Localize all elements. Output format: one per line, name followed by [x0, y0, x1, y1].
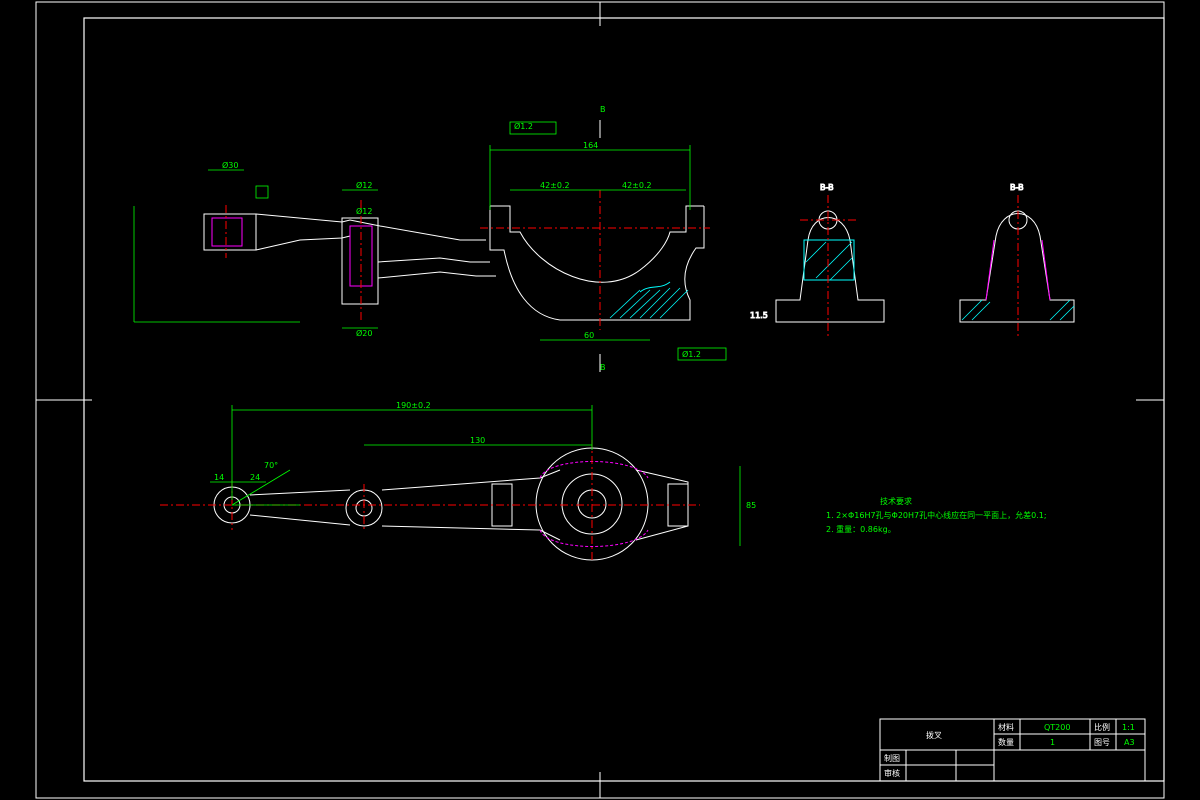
- dim-11-5: 11.5: [750, 311, 768, 320]
- dim-d12b: Ø12: [356, 206, 372, 216]
- front-view-dimensions: [133, 121, 727, 361]
- dim-d30: Ø30: [222, 160, 238, 170]
- dim-190: 190±0.2: [396, 401, 431, 410]
- dim-d20: Ø20: [356, 328, 372, 338]
- qty-value: 1: [1050, 738, 1055, 747]
- dim-24: 24: [250, 473, 260, 482]
- centering-marks: [36, 2, 1164, 798]
- front-view: [203, 120, 710, 372]
- section-view-left: B-B 11.5: [750, 183, 885, 338]
- check-label: 审核: [884, 768, 900, 778]
- dim-130: 130: [470, 436, 485, 445]
- dim-d12: Ø12: [356, 180, 372, 190]
- front-view-dim-text: 164 42±0.2 42±0.2 Ø30 Ø12 Ø12 Ø20 60 Ø1.…: [222, 105, 701, 372]
- top-view-dim-text: 190±0.2 130 14 24 70° 85: [214, 401, 756, 510]
- scale-label: 比例: [1094, 722, 1110, 732]
- drawn-label: 制图: [884, 753, 900, 763]
- part-name: 拨叉: [926, 730, 942, 740]
- drawing-no-label: 图号: [1094, 738, 1110, 747]
- notes-title: 技术要求: [880, 496, 912, 506]
- drawing-no-value: A3: [1124, 738, 1135, 747]
- view-label-b: B-B: [1010, 183, 1024, 192]
- technical-requirements: 技术要求 1. 2×Φ16H7孔与Φ20H7孔中心线应在同一平面上，允差0.1;…: [826, 496, 1047, 534]
- inner-frame: [83, 17, 1165, 782]
- title-block-text: 拨叉 材料 QT200 比例 1:1 数量 1 图号 A3 制图 审核: [884, 722, 1135, 778]
- dim-164: 164: [583, 141, 598, 150]
- dim-42-right: 42±0.2: [622, 181, 652, 190]
- notes-line-2: 2. 重量：0.86kg。: [826, 524, 896, 534]
- section-label-bottom: B: [600, 363, 606, 372]
- material-value: QT200: [1044, 723, 1070, 732]
- top-view-dimensions: [210, 405, 741, 546]
- section-view-right: B-B: [959, 183, 1075, 338]
- dim-tolerance-frame: Ø1.2: [514, 121, 533, 131]
- scale-value: 1:1: [1122, 723, 1135, 732]
- dim-14: 14: [214, 473, 224, 482]
- dim-42-left: 42±0.2: [540, 181, 570, 190]
- material-label: 材料: [998, 722, 1014, 732]
- view-label-a: B-B: [820, 183, 834, 192]
- section-label-top: B: [600, 105, 606, 114]
- dim-70deg: 70°: [264, 461, 278, 470]
- dim-tolerance-frame-2: Ø1.2: [682, 349, 701, 359]
- dim-85: 85: [746, 501, 756, 510]
- qty-label: 数量: [998, 737, 1014, 747]
- dim-60: 60: [584, 331, 594, 340]
- notes-line-1: 1. 2×Φ16H7孔与Φ20H7孔中心线应在同一平面上，允差0.1;: [826, 510, 1047, 520]
- title-block: [879, 718, 1146, 782]
